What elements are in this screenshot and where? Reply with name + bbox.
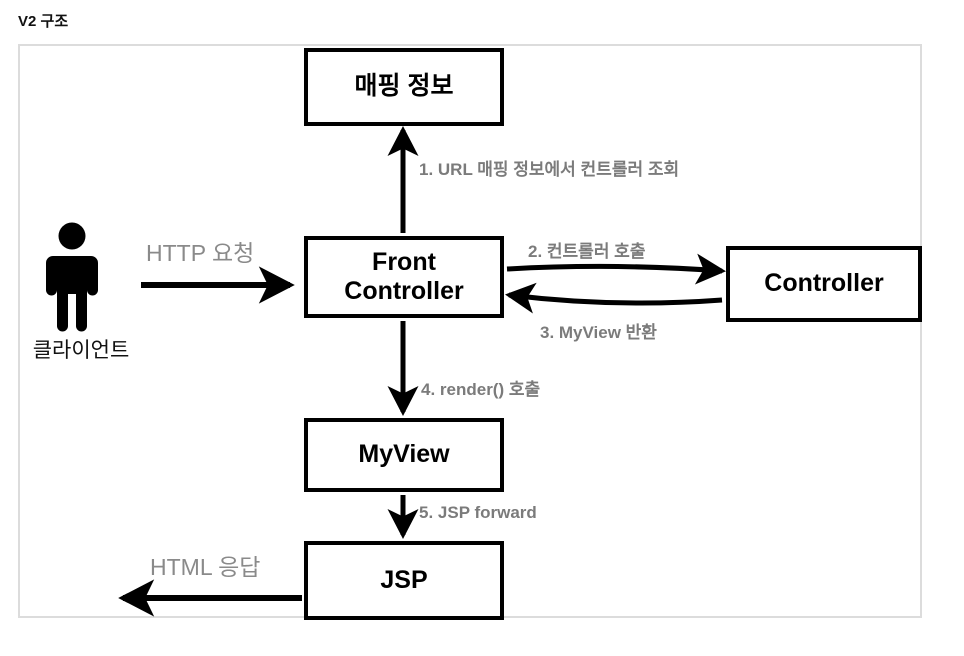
node-controller-label: Controller: [764, 269, 884, 298]
node-mapping-info: 매핑 정보: [304, 48, 504, 126]
node-mapping-info-label: 매핑 정보: [354, 72, 454, 101]
person-icon: [46, 222, 98, 332]
node-front-controller-label-line2: Controller: [344, 277, 464, 305]
actor-client: 클라이언트: [26, 222, 136, 362]
actor-client-label: 클라이언트: [32, 339, 130, 362]
node-front-controller: Front Controller: [304, 236, 504, 318]
edge-label-step2: 2. 컨트롤러 호출: [528, 242, 646, 261]
node-jsp: JSP: [304, 541, 504, 620]
edge-label-http-request: HTTP 요청: [146, 240, 255, 266]
node-jsp-label: JSP: [380, 565, 428, 594]
page-title: V2 구조: [18, 13, 69, 30]
node-front-controller-label: Front Controller: [344, 248, 463, 307]
edge-label-step1: 1. URL 매핑 정보에서 컨트롤러 조회: [419, 160, 680, 179]
edge-label-step3: 3. MyView 반환: [540, 323, 657, 342]
node-myview-label: MyView: [358, 440, 450, 469]
node-front-controller-label-line1: Front: [372, 247, 436, 276]
edge-label-html-response: HTML 응답: [150, 554, 261, 580]
node-myview: MyView: [304, 418, 504, 492]
edge-label-step5: 5. JSP forward: [419, 503, 537, 522]
edge-label-step4: 4. render() 호출: [421, 380, 541, 399]
node-controller: Controller: [726, 246, 922, 322]
diagram-frame: [18, 44, 922, 618]
